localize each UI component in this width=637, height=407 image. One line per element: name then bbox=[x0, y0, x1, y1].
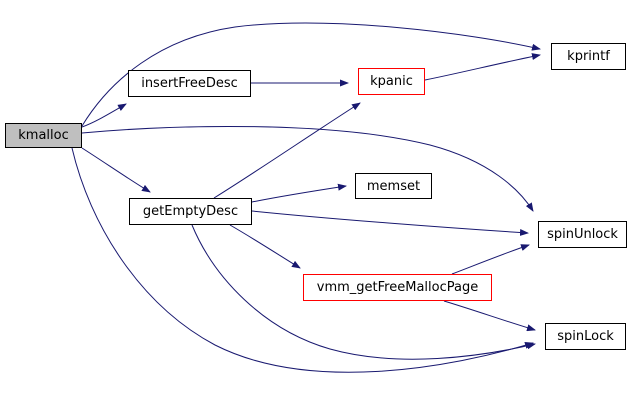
node-kpanic[interactable]: kpanic bbox=[358, 68, 425, 95]
node-getEmptyDesc[interactable]: getEmptyDesc bbox=[129, 198, 252, 225]
edge-vmm_getFreeMallocPage-to-spinUnlock bbox=[451, 244, 530, 275]
edge-kmalloc-to-getEmptyDesc bbox=[81, 147, 151, 193]
node-label-kpanic: kpanic bbox=[370, 74, 413, 89]
edge-vmm_getFreeMallocPage-to-spinLock bbox=[443, 300, 536, 332]
edge-getEmptyDesc-to-spinUnlock bbox=[251, 210, 529, 236]
edge-kmalloc-to-spinLock bbox=[71, 147, 534, 373]
node-label-kmalloc: kmalloc bbox=[18, 128, 69, 143]
edge-kmalloc-to-kprintf bbox=[81, 22, 541, 127]
node-label-spinLock: spinLock bbox=[557, 329, 614, 344]
edge-getEmptyDesc-to-memset bbox=[251, 183, 347, 203]
edge-kmalloc-to-insertFreeDesc bbox=[81, 103, 127, 128]
edge-getEmptyDesc-to-spinLock bbox=[191, 224, 536, 360]
node-insertFreeDesc[interactable]: insertFreeDesc bbox=[128, 70, 251, 97]
node-kmalloc[interactable]: kmalloc bbox=[5, 123, 82, 148]
node-kprintf[interactable]: kprintf bbox=[551, 43, 626, 70]
node-label-memset: memset bbox=[366, 178, 421, 194]
node-memset[interactable]: memset bbox=[355, 173, 432, 199]
node-label-vmm_getFreeMallocPage: vmm_getFreeMallocPage bbox=[316, 280, 479, 295]
node-label-spinUnlock: spinUnlock bbox=[547, 227, 618, 242]
edge-getEmptyDesc-to-kpanic bbox=[213, 102, 361, 199]
node-spinLock[interactable]: spinLock bbox=[545, 323, 626, 350]
node-label-insertFreeDesc: insertFreeDesc bbox=[141, 76, 238, 91]
node-spinUnlock[interactable]: spinUnlock bbox=[538, 221, 627, 248]
node-vmm_getFreeMallocPage[interactable]: vmm_getFreeMallocPage bbox=[303, 274, 492, 301]
edge-getEmptyDesc-to-vmm_getFreeMallocPage bbox=[229, 224, 301, 269]
node-label-getEmptyDesc: getEmptyDesc bbox=[142, 204, 239, 219]
edge-kpanic-to-kprintf bbox=[424, 53, 541, 81]
node-label-kprintf: kprintf bbox=[567, 49, 610, 64]
edge-kmalloc-to-spinUnlock bbox=[81, 126, 534, 212]
